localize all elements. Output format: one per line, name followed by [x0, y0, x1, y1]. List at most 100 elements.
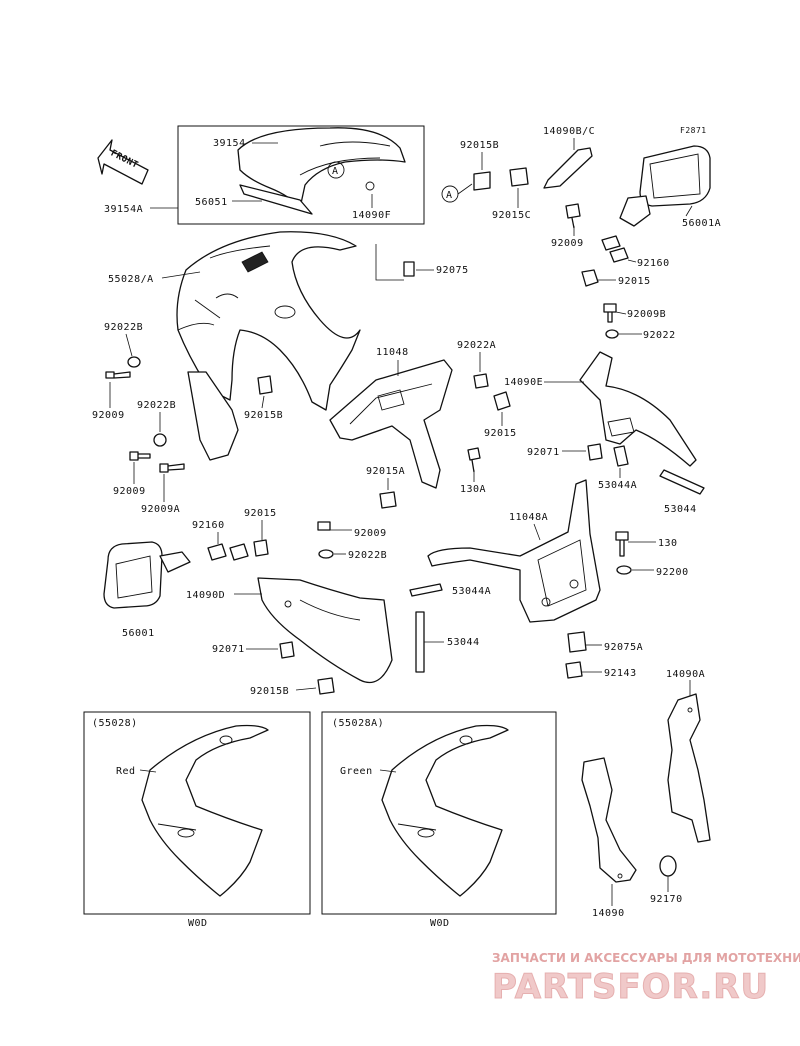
- label-130: 130: [658, 538, 678, 549]
- inset-left-box: [83, 711, 311, 915]
- rubber-92160-top-part: [601, 235, 621, 251]
- leader-92022b-l: [125, 333, 133, 357]
- bolt-92009-top-part: [565, 203, 581, 229]
- label-130a: 130A: [460, 484, 486, 495]
- label-92071-r: 92071: [527, 447, 560, 458]
- leader-11048a: [533, 523, 541, 541]
- leader-inset-right: [379, 769, 397, 773]
- nut-92015-l-part: [253, 539, 269, 557]
- label-39154: 39154: [213, 138, 246, 149]
- inset-left-title: (55028): [92, 718, 138, 729]
- inset-left-cowl-part: [141, 724, 269, 897]
- windscreen-group-box: [177, 125, 425, 225]
- leader-92009b: [615, 311, 627, 315]
- label-92075a: 92075A: [604, 642, 643, 653]
- washer-92022b-l-part: [127, 356, 141, 368]
- pad-92170-part: [659, 855, 677, 877]
- frame-11048a-part: [427, 479, 601, 623]
- label-92022b-l2: 92022B: [137, 400, 176, 411]
- inset-left-footer: W0D: [188, 918, 208, 929]
- front-arrow-icon: FRONT: [97, 139, 149, 185]
- label-92009-l1: 92009: [92, 410, 125, 421]
- rod-53044-c-part: [415, 611, 425, 673]
- lower-cowl-14090d-part: [257, 577, 393, 684]
- label-14090d: 14090D: [186, 590, 225, 601]
- label-11048a: 11048A: [509, 512, 548, 523]
- leader-92015b-bot: [295, 687, 317, 691]
- label-92015-mid: 92015: [484, 428, 517, 439]
- label-56051: 56051: [195, 197, 228, 208]
- label-53044a-r: 53044A: [598, 480, 637, 491]
- mirror-56001a-part: [619, 145, 711, 227]
- grommet-92015b-bot-part: [317, 677, 335, 695]
- rubber-92160-l-part-2: [229, 543, 249, 561]
- inset-left-color-label: Red: [116, 766, 136, 777]
- label-92022b-l: 92022B: [104, 322, 143, 333]
- label-92009-c: 92009: [354, 528, 387, 539]
- callout-a-label-2: A: [446, 190, 453, 201]
- clip-92015c-part: [509, 167, 529, 187]
- grommet-92075a-part: [567, 631, 587, 653]
- label-92015a: 92015A: [366, 466, 405, 477]
- label-92143: 92143: [604, 668, 637, 679]
- mirror-56001-part: [103, 541, 191, 609]
- bolt-92009-c-part: [317, 521, 331, 531]
- watermark-brand: PARTSFOR.RU: [492, 967, 769, 1007]
- grommet-92015b-mid-part: [257, 375, 273, 395]
- leader-92015b-mid: [261, 395, 265, 409]
- label-92160-top: 92160: [637, 258, 670, 269]
- inset-right-title: (55028A): [332, 718, 384, 729]
- upper-cowl-part: [176, 231, 361, 411]
- label-53044-c: 53044: [447, 637, 480, 648]
- bolt-92009-l1-part: [105, 371, 131, 379]
- inset-right-cowl-part: [381, 724, 509, 897]
- label-92170: 92170: [650, 894, 683, 905]
- label-14090e: 14090E: [504, 377, 543, 388]
- bracket-11048-part: [329, 359, 453, 489]
- leader-56001a: [685, 205, 693, 217]
- leader-inset-left: [139, 769, 157, 773]
- grommet-92071-r-part: [587, 443, 603, 461]
- clip-92075-part: [403, 261, 415, 277]
- label-92009-l2: 92009: [113, 486, 146, 497]
- washer-92022-r-part: [605, 329, 619, 339]
- rod-53044-r-part: [659, 469, 705, 495]
- label-92009a: 92009A: [141, 504, 180, 515]
- bolt-92009-l2-part: [129, 451, 151, 461]
- nut-92022a-part: [473, 373, 489, 389]
- panel-14090-part: [581, 757, 637, 883]
- grommet-92071-l-part: [279, 641, 295, 659]
- label-92075: 92075: [436, 265, 469, 276]
- rod-53044a-c-part: [409, 583, 443, 597]
- label-92022b-c: 92022B: [348, 550, 387, 561]
- label-14090a: 14090A: [666, 669, 705, 680]
- inset-right-color-label: Green: [340, 766, 373, 777]
- label-14090: 14090: [592, 908, 625, 919]
- rubber-92160-l-part: [207, 543, 227, 561]
- inset-right-footer: W0D: [430, 918, 450, 929]
- label-92015c: 92015C: [492, 210, 531, 221]
- leader-92075-box: [375, 244, 404, 281]
- label-92071-l: 92071: [212, 644, 245, 655]
- label-92009b: 92009B: [627, 309, 666, 320]
- label-92022a: 92022A: [457, 340, 496, 351]
- leader-callout-a-2: [457, 183, 473, 195]
- label-11048: 11048: [376, 347, 409, 358]
- diagram-code: F2871: [680, 126, 707, 135]
- label-53044a-c: 53044A: [452, 586, 491, 597]
- windscreen-part: [237, 127, 406, 209]
- label-92160-l: 92160: [192, 520, 225, 531]
- lower-side-panel-part: [187, 371, 239, 461]
- bolt-92009b-part: [603, 303, 617, 323]
- windscreen-trim-part: [239, 184, 313, 215]
- panel-14090a-part: [667, 693, 711, 843]
- label-92200: 92200: [656, 567, 689, 578]
- label-14090bc: 14090B/C: [543, 126, 595, 137]
- callout-a-circle: [327, 161, 345, 179]
- label-92015-top: 92015: [618, 276, 651, 287]
- stay-14090e-part: [579, 351, 697, 467]
- label-56001: 56001: [122, 628, 155, 639]
- nut-92015a-part: [379, 491, 397, 509]
- label-53044-r: 53044: [664, 504, 697, 515]
